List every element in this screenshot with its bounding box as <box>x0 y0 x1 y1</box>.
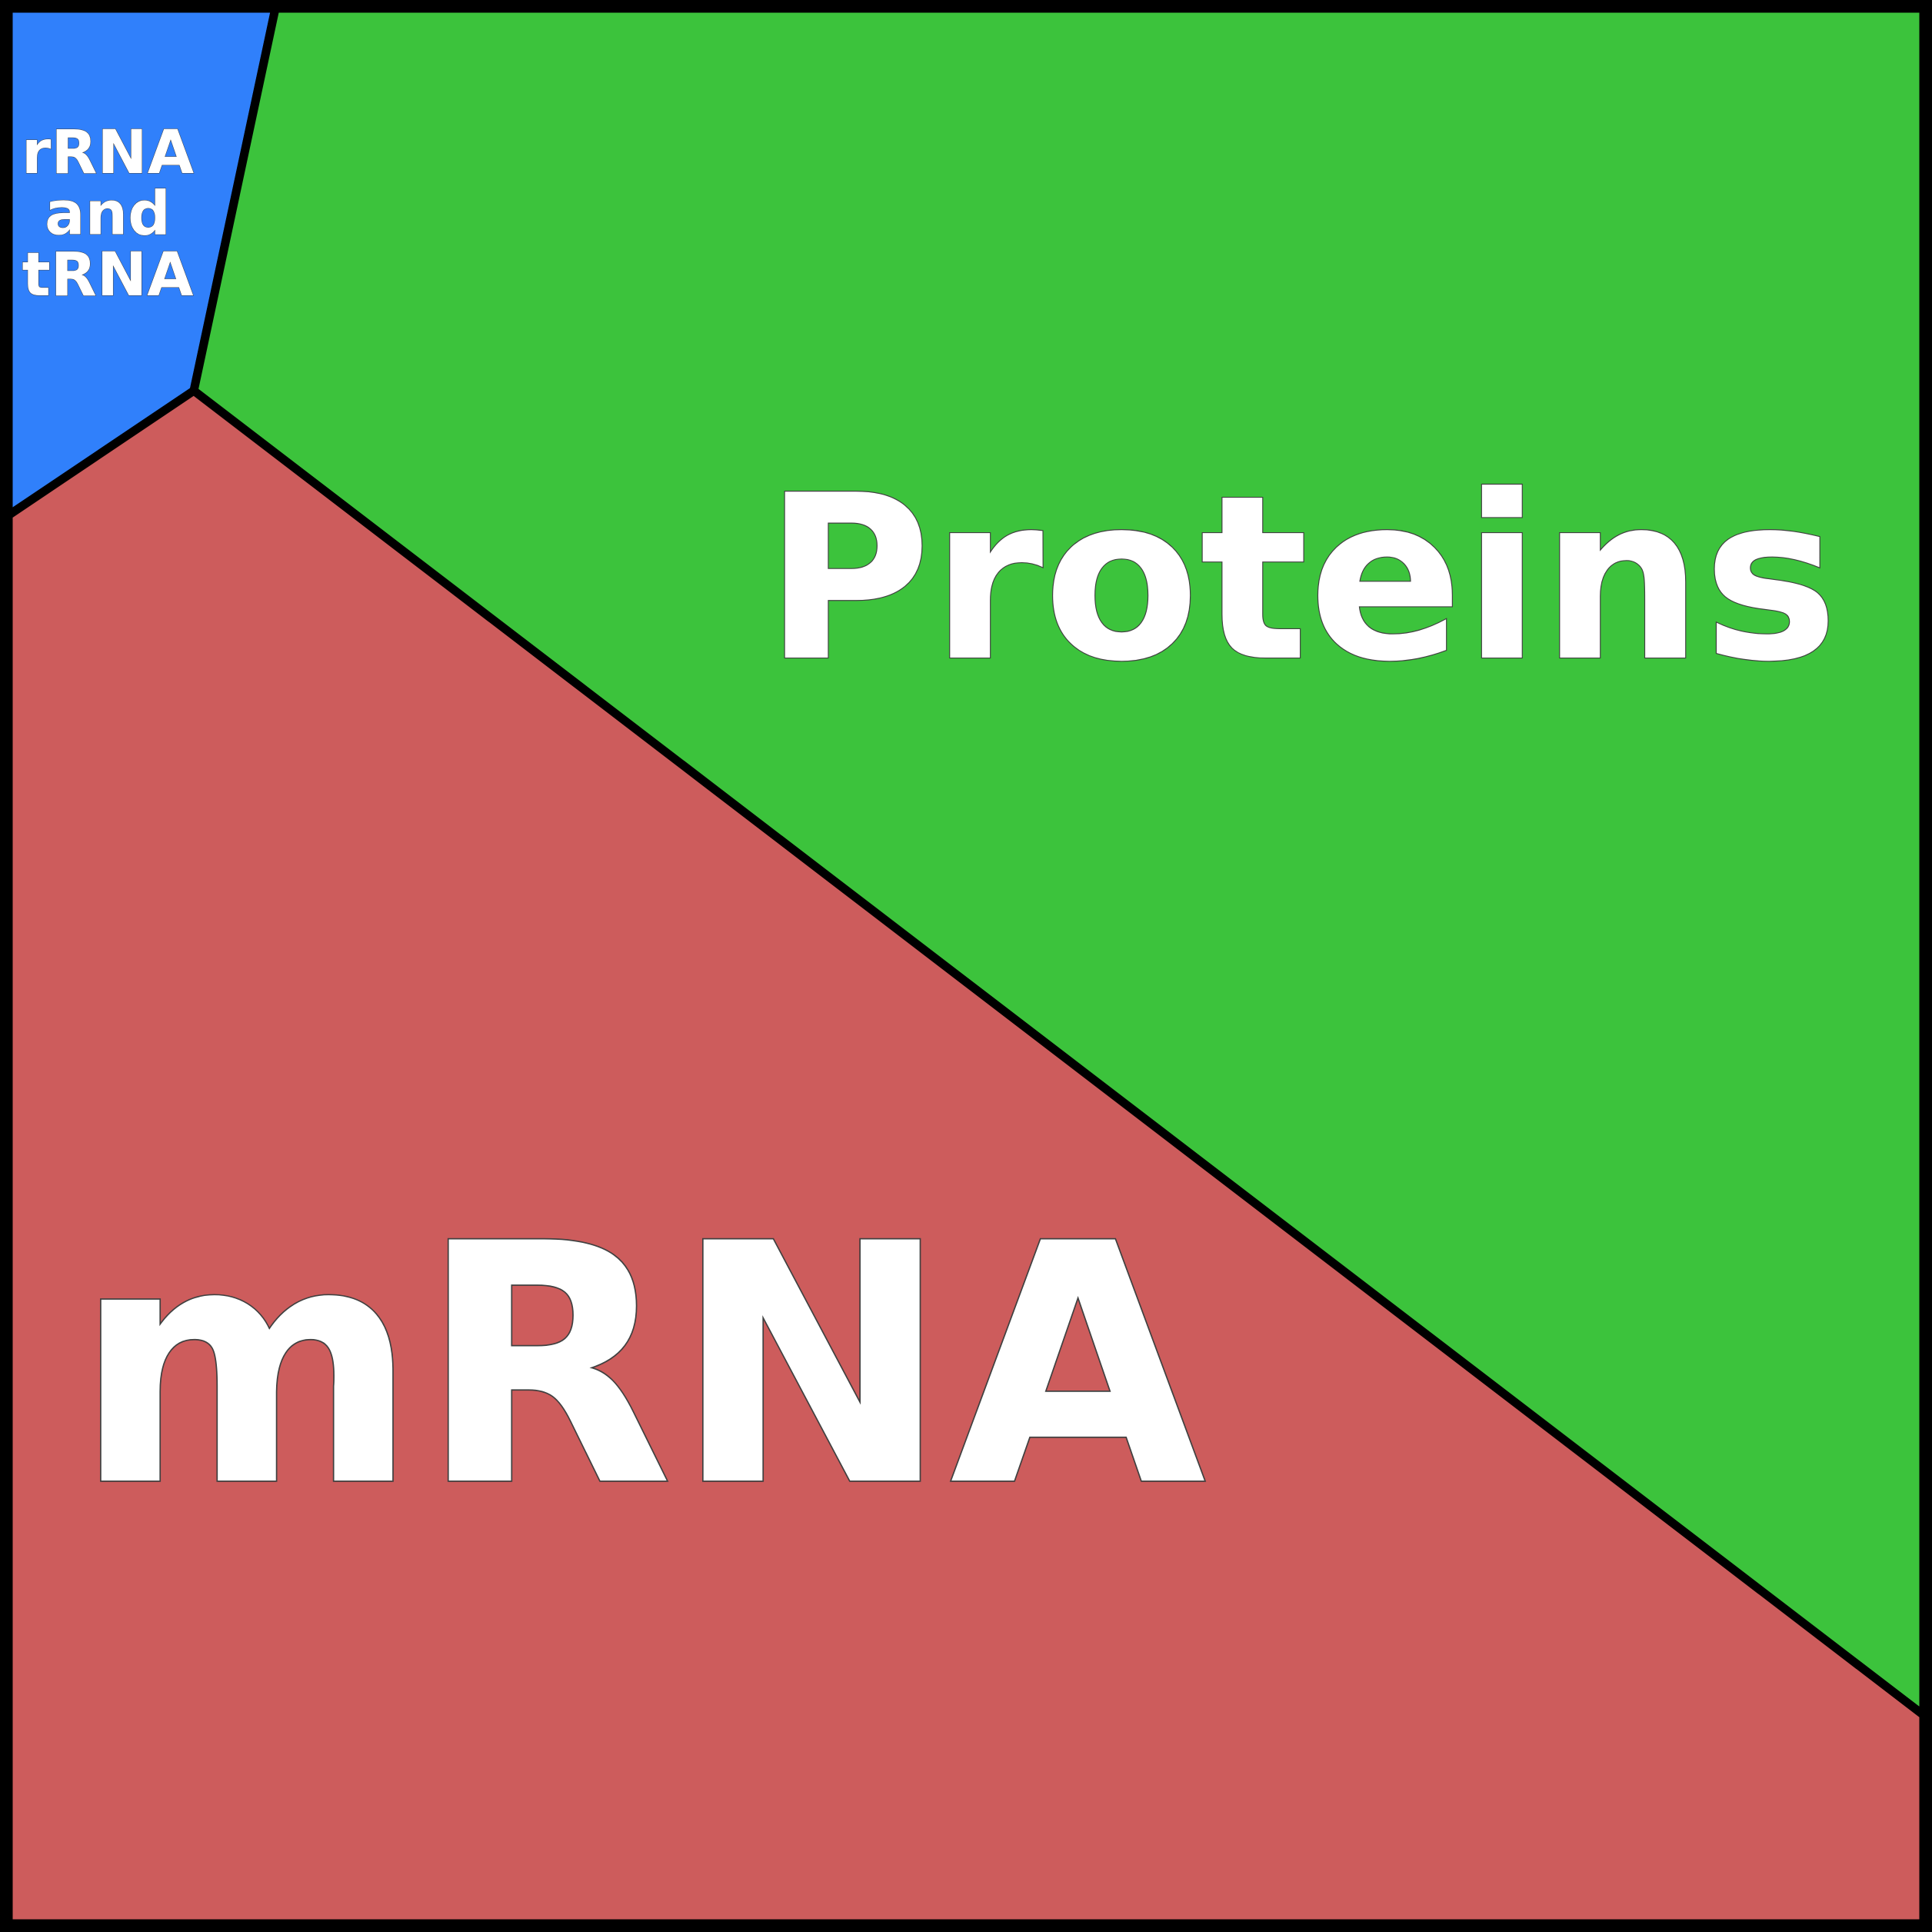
label-rrna-trna-line-3: tRNA <box>22 241 194 310</box>
label-rrna-trna: rRNA and tRNA <box>21 118 194 311</box>
label-proteins: Proteins <box>763 445 1839 712</box>
label-proteins-text: Proteins <box>764 446 1839 711</box>
label-mrna: mRNA <box>72 1173 1209 1560</box>
label-mrna-text: mRNA <box>74 1174 1208 1559</box>
label-rrna-trna-line-2: and <box>45 180 171 249</box>
label-rrna-trna-line-1: rRNA <box>22 118 194 188</box>
